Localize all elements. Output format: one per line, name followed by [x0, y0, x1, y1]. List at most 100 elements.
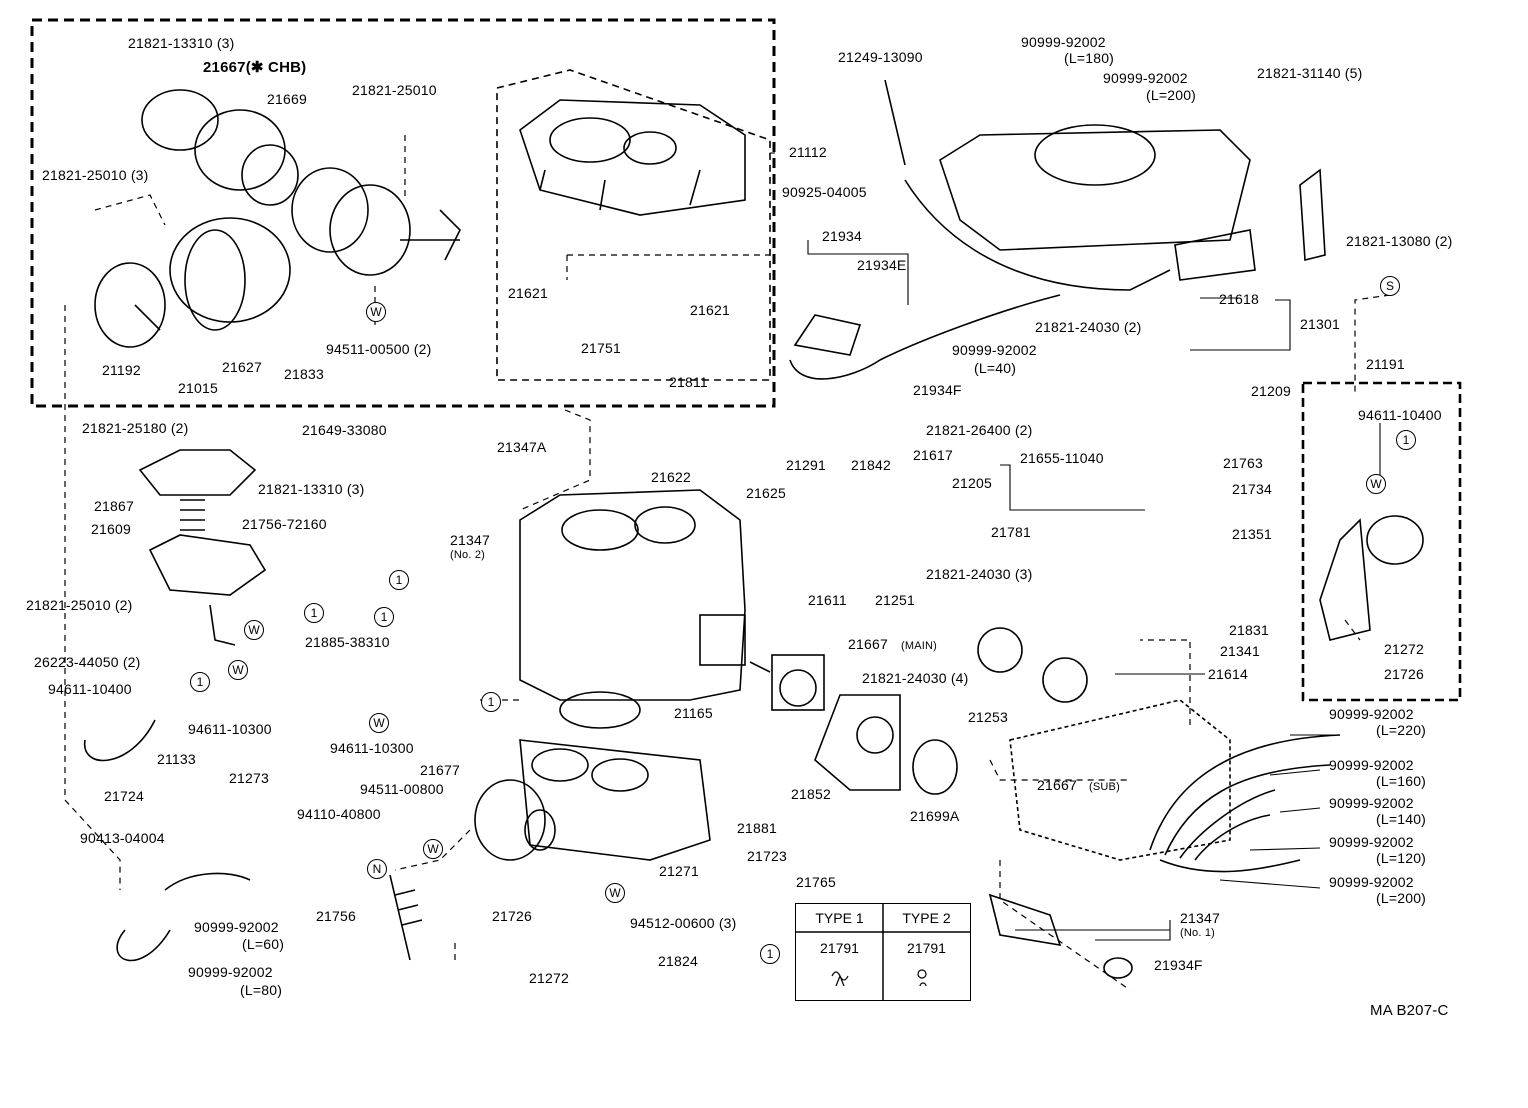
part-90999-92002-l180: 90999-92002	[1021, 34, 1106, 50]
washer-w-callout: W	[366, 302, 386, 322]
part-26223-44050: 26223-44050 (2)	[34, 654, 141, 670]
part-21821-25010-top: 21821-25010	[352, 82, 437, 98]
part-l220: (L=220)	[1376, 722, 1427, 738]
part-21821-25010-2: 21821-25010 (2)	[26, 597, 133, 613]
part-21811: 21811	[669, 374, 708, 390]
part-21867: 21867	[94, 498, 134, 514]
type-1-callout-e: 1	[481, 692, 501, 712]
part-21347A: 21347A	[497, 439, 547, 455]
part-21112: 21112	[789, 144, 827, 160]
w-callout-a: W	[244, 620, 264, 640]
type-1-callout-right: 1	[1396, 430, 1416, 450]
part-21821-26400: 21821-26400 (2)	[926, 422, 1033, 438]
assembly-leaders	[64, 135, 1391, 991]
choke-breaker-group-box	[30, 18, 776, 408]
part-21934F-bottom: 21934F	[1154, 957, 1203, 973]
part-21625: 21625	[746, 485, 786, 501]
part-21351: 21351	[1232, 526, 1272, 542]
part-l80: (L=80)	[240, 982, 283, 998]
part-90999-92002-l80: 90999-92002	[188, 964, 273, 980]
table-grid	[796, 904, 970, 1000]
part-21271: 21271	[659, 863, 699, 879]
part-l200-top: (L=200)	[1146, 87, 1197, 103]
part-21699A: 21699A	[910, 808, 960, 824]
carburetor-base	[519, 739, 711, 861]
table-type2-part: 21791	[907, 940, 946, 956]
21191-group-box	[1301, 381, 1462, 702]
label-leaders	[770, 152, 1381, 941]
part-21191: 21191	[1366, 356, 1405, 372]
clip-type-table: TYPE 1 TYPE 2 21791 21791	[795, 903, 971, 1001]
part-21621-left: 21621	[508, 285, 548, 301]
part-no2: (No. 2)	[450, 549, 486, 561]
intake-sketch	[939, 129, 1251, 251]
part-l120: (L=120)	[1376, 850, 1427, 866]
part-21347-no1: 21347	[1180, 910, 1220, 926]
part-21667-main: 21667	[848, 636, 888, 652]
table-type2-header: TYPE 2	[902, 910, 951, 926]
part-21765: 21765	[796, 874, 836, 890]
part-21821-25180: 21821-25180 (2)	[82, 420, 189, 436]
part-21821-24030-3: 21821-24030 (3)	[926, 566, 1033, 582]
part-21622: 21622	[651, 469, 691, 485]
type-1-callout-c: 1	[374, 607, 394, 627]
part-90999-92002-l60: 90999-92002	[194, 919, 279, 935]
part-21341: 21341	[1220, 643, 1260, 659]
part-no1: (No. 1)	[1180, 927, 1216, 939]
type-1-callout-d: 1	[190, 672, 210, 692]
part-94611-10300-b: 94611-10300	[330, 740, 414, 756]
part-21611: 21611	[808, 592, 847, 608]
air-horn-group-box	[496, 69, 771, 381]
part-21614: 21614	[1208, 666, 1248, 682]
part-21934F-top: 21934F	[913, 382, 962, 398]
part-90925-04005: 90925-04005	[782, 184, 867, 200]
part-21824: 21824	[658, 953, 698, 969]
part-21015: 21015	[178, 380, 218, 396]
part-21669: 21669	[267, 91, 307, 107]
part-21192: 21192	[102, 362, 141, 378]
part-21272-right: 21272	[1384, 641, 1424, 657]
part-l160: (L=160)	[1376, 773, 1427, 789]
diagram-id: MA B207-C	[1370, 1002, 1449, 1019]
part-90999-92002-l200-bottom: 90999-92002	[1329, 874, 1414, 890]
part-21165: 21165	[674, 705, 713, 721]
part-21627: 21627	[222, 359, 262, 375]
part-sub: (SUB)	[1089, 781, 1120, 793]
w-callout-b: W	[228, 660, 248, 680]
w-callout-c: W	[369, 713, 389, 733]
n-callout: N	[367, 859, 387, 879]
part-21251: 21251	[875, 592, 915, 608]
part-94511-00500: 94511-00500 (2)	[326, 341, 432, 357]
part-21723: 21723	[747, 848, 787, 864]
part-21781: 21781	[991, 524, 1031, 540]
part-21734: 21734	[1232, 481, 1272, 497]
part-21821-13310-mid: 21821-13310 (3)	[258, 481, 365, 497]
part-21833: 21833	[284, 366, 324, 382]
part-l40: (L=40)	[974, 360, 1017, 376]
part-90999-92002-l140: 90999-92002	[1329, 795, 1414, 811]
table-type1-part: 21791	[820, 940, 859, 956]
part-21249-13090: 21249-13090	[838, 49, 923, 65]
part-21821-31140: 21821-31140 (5)	[1257, 65, 1363, 81]
part-94110-40800: 94110-40800	[297, 806, 381, 822]
part-21677: 21677	[420, 762, 460, 778]
part-21726-right: 21726	[1384, 666, 1424, 682]
part-main: (MAIN)	[901, 640, 938, 652]
type-1-callout-legend: 1	[760, 944, 780, 964]
part-21934: 21934	[822, 228, 862, 244]
part-21291: 21291	[786, 457, 826, 473]
part-21821-13080: 21821-13080 (2)	[1346, 233, 1453, 249]
part-21273: 21273	[229, 770, 269, 786]
part-21301: 21301	[1300, 316, 1340, 332]
part-21821-25010-3: 21821-25010 (3)	[42, 167, 149, 183]
part-94512-00600: 94512-00600 (3)	[630, 915, 737, 931]
part-21209: 21209	[1251, 383, 1291, 399]
part-21133: 21133	[157, 751, 196, 767]
part-21649-33080: 21649-33080	[302, 422, 387, 438]
air-horn-body	[519, 99, 746, 216]
part-21655-11040: 21655-11040	[1020, 450, 1104, 466]
w-callout-e: W	[605, 883, 625, 903]
part-l60: (L=60)	[242, 936, 285, 952]
type-1-callout-a: 1	[389, 570, 409, 590]
part-21272-bottom: 21272	[529, 970, 569, 986]
